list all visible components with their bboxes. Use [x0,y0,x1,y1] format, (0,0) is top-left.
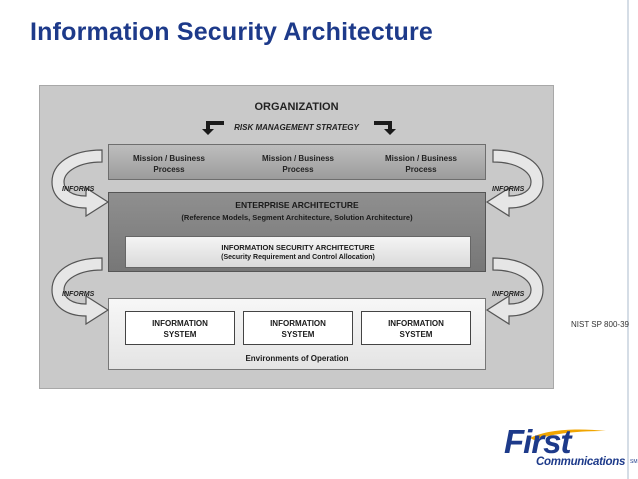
logo-wordmark: First [504,423,572,460]
informs-label-left-lower: INFORMS [62,291,95,298]
source-citation: NIST SP 800-39 [571,320,629,329]
environments-of-operation-label: Environments of Operation [245,354,349,363]
isa-subtitle: (Security Requirement and Control Alloca… [221,254,375,261]
informs-arrow-left-lower-icon [51,257,110,326]
informs-label-left-upper: INFORMS [62,186,95,193]
informs-arrow-right-lower-icon [485,257,544,326]
logo-service-mark: SM [630,459,638,465]
informs-arrow-left-upper-icon [51,149,110,218]
tier2-enterprise-architecture-band: ENTERPRISE ARCHITECTURE (Reference Model… [108,192,486,272]
isa-title: INFORMATION SECURITY ARCHITECTURE [221,243,375,252]
down-arrow-left-icon [202,121,224,135]
informs-label-right-upper: INFORMS [492,186,525,193]
organization-label: ORGANIZATION [254,101,339,113]
slide-edge-rule [627,0,629,479]
informs-arrow-right-upper-icon [485,149,544,218]
first-communications-logo: First Communications SM [498,423,638,475]
architecture-diagram: ORGANIZATION RISK MANAGEMENT STRATEGY Mi… [39,85,554,389]
enterprise-architecture-title: ENTERPRISE ARCHITECTURE [235,200,359,210]
enterprise-architecture-subtitle: (Reference Models, Segment Architecture,… [181,213,413,222]
risk-management-strategy-label: RISK MANAGEMENT STRATEGY [234,123,359,132]
slide-title: Information Security Architecture [30,18,433,46]
informs-label-right-lower: INFORMS [492,291,525,298]
logo-swoosh-icon [530,429,606,440]
logo-tagline: Communications [536,456,626,468]
down-arrow-right-icon [374,121,396,135]
information-security-architecture-box: INFORMATION SECURITY ARCHITECTURE (Secur… [125,236,471,268]
